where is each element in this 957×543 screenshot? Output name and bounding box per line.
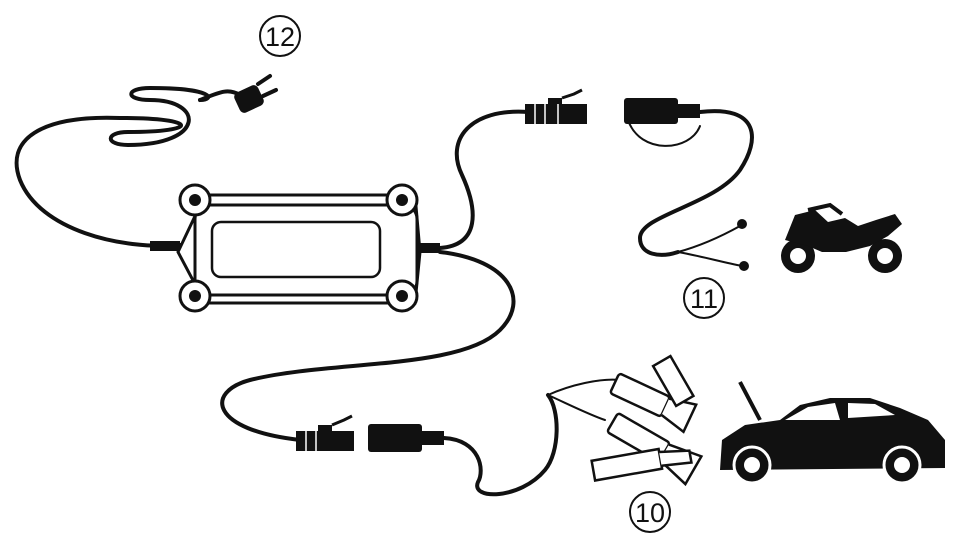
callout-10: 10 (629, 491, 671, 533)
callout-11: 11 (683, 277, 725, 319)
connector-female-bottom (368, 424, 444, 452)
callout-11-label: 11 (690, 284, 718, 314)
charger-unit-icon (150, 183, 440, 313)
clamp-wire-a (547, 378, 621, 396)
output-cable-upper (438, 109, 530, 250)
motorcycle-icon (781, 202, 902, 273)
battery-clamp-icon (590, 354, 704, 487)
car-icon (720, 381, 945, 485)
callout-12: 12 (259, 15, 301, 57)
callout-10-label: 10 (635, 498, 665, 528)
eyelet-lead (638, 109, 754, 271)
output-cable-lower (220, 250, 516, 442)
connector-male-top (525, 88, 587, 124)
clamp-wire-b (547, 394, 606, 421)
connector-male-bottom (296, 414, 354, 451)
callout-12-label: 12 (265, 22, 295, 52)
connector-female-top (624, 98, 701, 147)
mains-plug-icon (234, 74, 278, 113)
clamp-lead (442, 393, 559, 497)
